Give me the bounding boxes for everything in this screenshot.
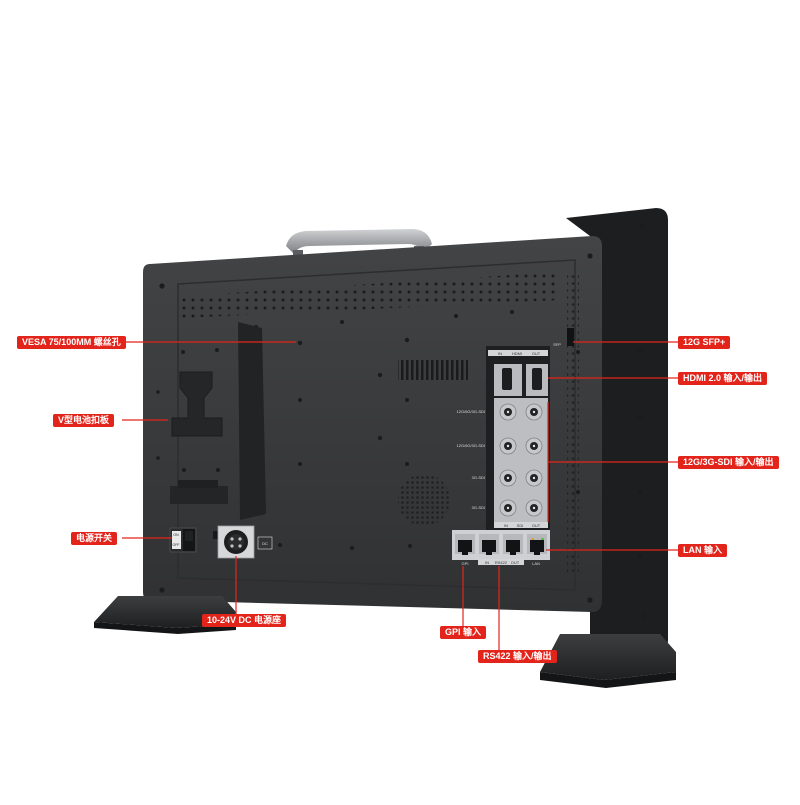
power-switch-module: ON OFF bbox=[169, 527, 218, 553]
sdi-bnc-grid bbox=[494, 398, 548, 522]
hdmi-out-port bbox=[532, 368, 542, 390]
callout-hdmi: HDMI 2.0 输入/输出 bbox=[678, 372, 768, 385]
sfp-slot bbox=[567, 328, 574, 346]
hdmi-in-label: IN bbox=[498, 351, 502, 356]
sdi-row2-label: 12G/6G/3G-SDI bbox=[457, 443, 485, 448]
sdi-label: SDI bbox=[517, 523, 524, 528]
callout-dc-input: 10-24V DC 电源座 bbox=[202, 614, 287, 627]
sdi-row1-label: 12G/6G/3G-SDI bbox=[457, 409, 485, 414]
sdi-row3-label: 3G-SDI bbox=[472, 475, 485, 480]
dc-power-socket: DC bbox=[217, 525, 273, 559]
lan-panel-label: LAN bbox=[532, 561, 540, 566]
rs422-out-label: OUT bbox=[511, 560, 520, 565]
callout-lan: LAN 输入 bbox=[678, 544, 727, 557]
sdi-out-label: OUT bbox=[532, 523, 541, 528]
callout-rs422: RS422 输入/输出 bbox=[478, 650, 557, 663]
rs422-out-port bbox=[506, 540, 520, 555]
rj45-ports: GPI IN RS422 OUT LAN bbox=[452, 530, 550, 566]
stand-feet bbox=[94, 596, 676, 688]
switch-on-label: ON bbox=[173, 533, 179, 537]
leader-lines bbox=[122, 341, 678, 650]
callout-gpi: GPI 输入 bbox=[440, 626, 487, 639]
gpi-port bbox=[458, 540, 472, 555]
sdi-in-label: IN bbox=[504, 523, 508, 528]
top-vent bbox=[182, 272, 560, 318]
io-panel: IN HDMI OUT bbox=[457, 328, 574, 532]
slot-vent bbox=[398, 360, 468, 380]
callout-power-switch: 电源开关 bbox=[71, 532, 118, 545]
hdmi-label: HDMI bbox=[512, 351, 522, 356]
screw-holes bbox=[159, 223, 647, 619]
switch-off-label: OFF bbox=[173, 543, 180, 547]
sfp-label: SFP bbox=[553, 342, 561, 347]
gpi-panel-label: GPI bbox=[462, 561, 469, 566]
dc-label: DC bbox=[262, 541, 268, 546]
speaker-grill bbox=[398, 474, 450, 526]
rs422-label: RS422 bbox=[495, 560, 508, 565]
rs422-in-label: IN bbox=[485, 560, 489, 565]
callout-vesa: VESA 75/100MM 螺丝孔 bbox=[17, 336, 126, 349]
callout-vbattery: V型电池扣板 bbox=[53, 414, 115, 427]
callout-sfp: 12G SFP+ bbox=[678, 336, 731, 349]
lan-port bbox=[530, 540, 544, 555]
hdmi-in-port bbox=[502, 368, 512, 390]
rs422-in-port bbox=[482, 540, 496, 555]
sdi-row4-label: 3G-SDI bbox=[472, 505, 485, 510]
callout-sdi: 12G/3G-SDI 输入/输出 bbox=[678, 456, 779, 469]
hdmi-out-label: OUT bbox=[532, 351, 541, 356]
v-mount-battery-plate bbox=[156, 322, 266, 520]
